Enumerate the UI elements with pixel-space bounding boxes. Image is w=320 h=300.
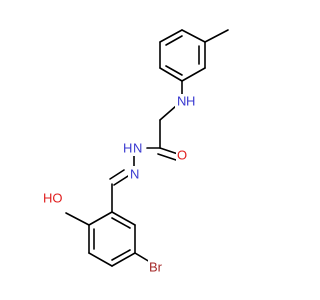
imine-n-label: N bbox=[128, 166, 141, 182]
hydrazide-n-text: N bbox=[133, 141, 142, 156]
imine-double-bond-2 bbox=[109, 169, 125, 180]
methyl-bond bbox=[204, 29, 229, 43]
amine-ch2-bond bbox=[159, 105, 177, 121]
amine-nh-label: N H bbox=[175, 94, 195, 110]
bromo-text: Br bbox=[149, 260, 163, 275]
br-bond bbox=[134, 252, 151, 263]
hydrazide-nh-label: H N bbox=[122, 140, 144, 156]
imine-n-text: N bbox=[130, 167, 139, 182]
amine-n-text: N bbox=[177, 94, 186, 109]
bromo-label: Br bbox=[148, 259, 166, 275]
hydroxyl-label: HO bbox=[42, 190, 64, 206]
structure-diagram: N H H N N O HO Br bbox=[42, 29, 229, 275]
bromophenol-ring bbox=[88, 183, 136, 267]
carbonyl-double-bond-2 bbox=[157, 153, 177, 161]
hydroxyl-text: HO bbox=[43, 191, 63, 206]
imine-double-bond-1 bbox=[113, 175, 129, 186]
toluene-ring bbox=[159, 29, 206, 82]
carbonyl-o-label: O bbox=[176, 147, 190, 163]
amine-h-text: H bbox=[186, 94, 195, 109]
hydrazide-h-text: H bbox=[123, 141, 132, 156]
carbonyl-double-bond-1 bbox=[159, 147, 179, 155]
carbonyl-o-text: O bbox=[177, 148, 187, 163]
oh-bond bbox=[65, 212, 90, 226]
